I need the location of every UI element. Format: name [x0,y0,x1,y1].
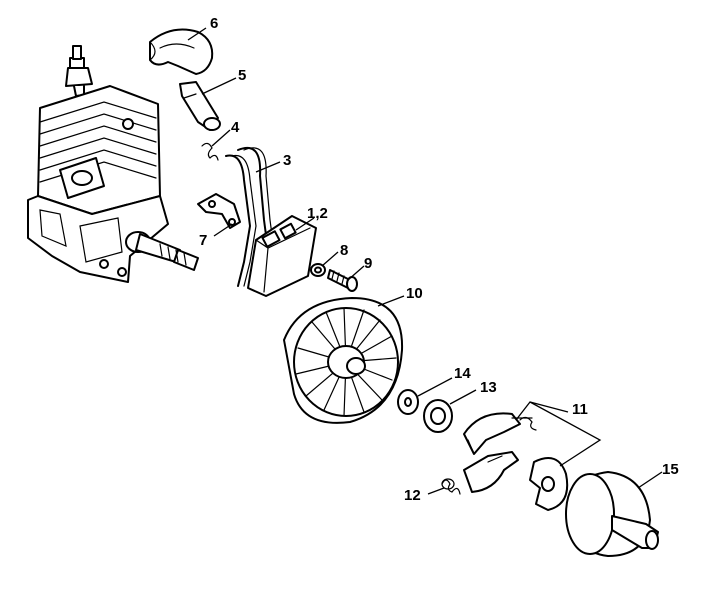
part-6-cover [149,28,214,75]
callout-10: 10 [406,285,423,302]
part-5-boot [179,81,221,131]
part-10-flywheel [283,297,404,424]
callout-13: 13 [480,379,497,396]
part-3-ignition-lead [225,146,275,287]
leader-lines [187,27,663,495]
callout-12: 12 [404,487,421,504]
callout-labels: 6 5 4 3 1,2 7 8 9 10 14 13 11 12 15 [199,15,679,504]
callout-4: 4 [231,119,240,136]
part-12-spring [441,478,461,495]
callout-14: 14 [454,365,471,382]
callout-9: 9 [364,255,372,272]
engine-block [27,45,199,283]
part-8-washer [310,263,326,277]
part-15-clutch-drum [565,471,659,557]
callout-8: 8 [340,242,348,259]
callout-1-2: 1,2 [307,205,328,222]
part-4-spring [201,142,219,161]
part-9-screw [327,269,358,292]
callout-7: 7 [199,232,207,249]
callout-3: 3 [283,152,291,169]
part-13-washer [423,399,453,433]
part-1-2-ignition-module [247,215,317,297]
callout-5: 5 [238,67,246,84]
callout-11: 11 [572,401,588,418]
callout-6: 6 [210,15,218,32]
spark-plug [65,45,93,97]
callout-15: 15 [662,461,679,478]
part-14-washer [397,389,419,415]
part-7-bracket [197,193,241,229]
part-11-clutch [463,412,569,511]
